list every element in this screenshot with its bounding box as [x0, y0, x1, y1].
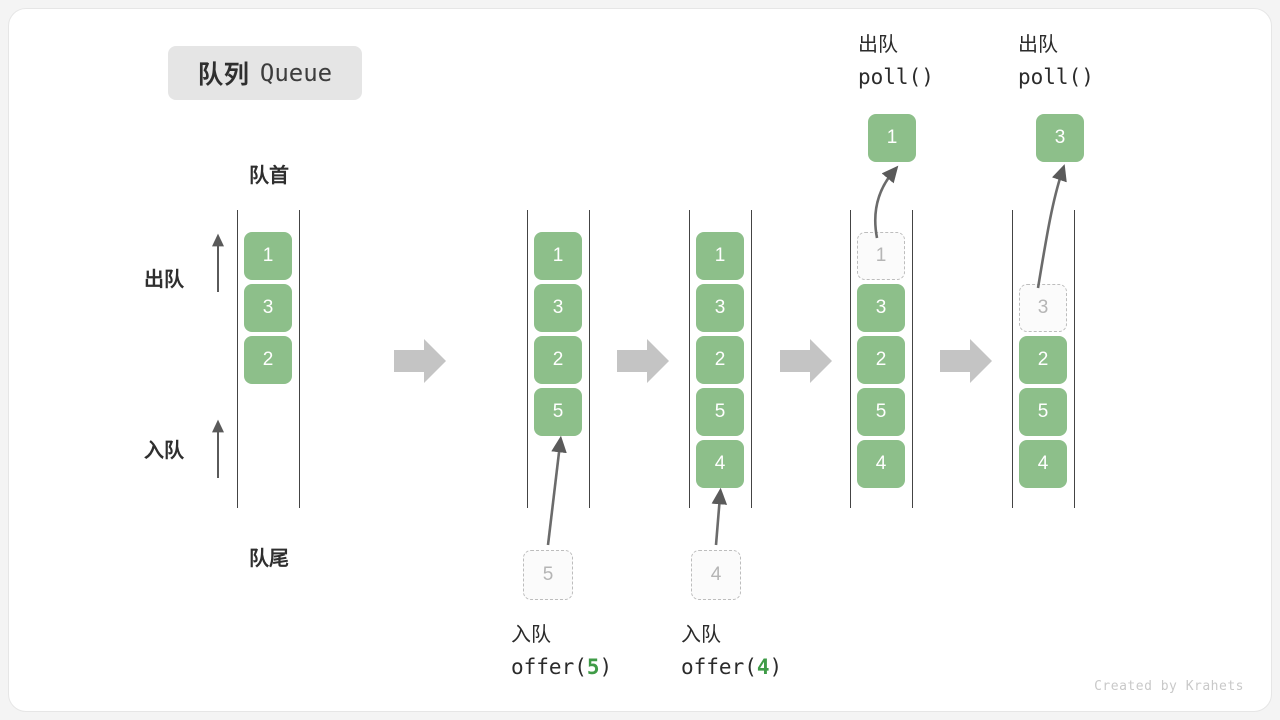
queue-rail-right [299, 210, 300, 508]
queue-slot: 4 [857, 440, 905, 488]
offer-4-arg: 4 [756, 655, 770, 679]
queue-slot: 3 [244, 284, 292, 332]
diagram-title-badge: 队列 Queue [168, 46, 362, 100]
poll-3-result-box: 3 [1036, 114, 1084, 162]
offer-5-call-close: ) [599, 655, 613, 679]
offer-5-call-open: offer( [511, 655, 587, 679]
offer-4-pending-box: 4 [691, 550, 741, 600]
queue-slot: 5 [857, 388, 905, 436]
operation-label-offer-5: 入队 offer(5) [511, 620, 612, 684]
poll-3-name: 出队 [1018, 34, 1058, 56]
diagram-card [8, 8, 1272, 712]
offer-4-call-open: offer( [681, 655, 757, 679]
queue-slot: 3 [696, 284, 744, 332]
queue-head-label: 队首 [249, 165, 289, 187]
queue-slot: 4 [696, 440, 744, 488]
queue-rail-left [689, 210, 690, 508]
poll-1-name: 出队 [858, 34, 898, 56]
operation-label-poll-3: 出队 poll() [1018, 30, 1094, 94]
poll-3-call: poll() [1018, 65, 1094, 89]
diagram-title-en: Queue [259, 59, 333, 87]
queue-rail-right [751, 210, 752, 508]
queue-slot: 1 [857, 232, 905, 280]
operation-label-offer-4: 入队 offer(4) [681, 620, 782, 684]
queue-slot: 2 [534, 336, 582, 384]
poll-1-call: poll() [858, 65, 934, 89]
offer-4-call-close: ) [769, 655, 783, 679]
queue-rail-left [527, 210, 528, 508]
offer-5-arg: 5 [586, 655, 600, 679]
queue-slot: 1 [534, 232, 582, 280]
queue-slot: 3 [857, 284, 905, 332]
queue-slot: 5 [696, 388, 744, 436]
queue-rail-right [1074, 210, 1075, 508]
queue-slot: 3 [1019, 284, 1067, 332]
offer-5-name: 入队 [511, 624, 551, 646]
queue-slot: 4 [1019, 440, 1067, 488]
offer-4-name: 入队 [681, 624, 721, 646]
dequeue-direction-label: 出队 [144, 269, 184, 291]
queue-slot: 1 [696, 232, 744, 280]
queue-slot: 2 [244, 336, 292, 384]
queue-slot: 5 [1019, 388, 1067, 436]
queue-rail-left [237, 210, 238, 508]
queue-rail-left [850, 210, 851, 508]
credit-text: Created by Krahets [1094, 679, 1244, 694]
poll-1-result-box: 1 [868, 114, 916, 162]
enqueue-direction-label: 入队 [144, 440, 184, 462]
queue-tail-label: 队尾 [249, 548, 289, 570]
queue-slot: 2 [696, 336, 744, 384]
queue-slot: 2 [857, 336, 905, 384]
offer-5-call: offer(5) [511, 651, 612, 684]
diagram-title-cn: 队列 [197, 61, 250, 89]
queue-slot: 2 [1019, 336, 1067, 384]
queue-slot: 3 [534, 284, 582, 332]
queue-rail-right [589, 210, 590, 508]
queue-rail-left [1012, 210, 1013, 508]
offer-4-call: offer(4) [681, 651, 782, 684]
operation-label-poll-1: 出队 poll() [858, 30, 934, 94]
offer-5-pending-box: 5 [523, 550, 573, 600]
queue-slot: 1 [244, 232, 292, 280]
queue-slot: 5 [534, 388, 582, 436]
queue-rail-right [912, 210, 913, 508]
